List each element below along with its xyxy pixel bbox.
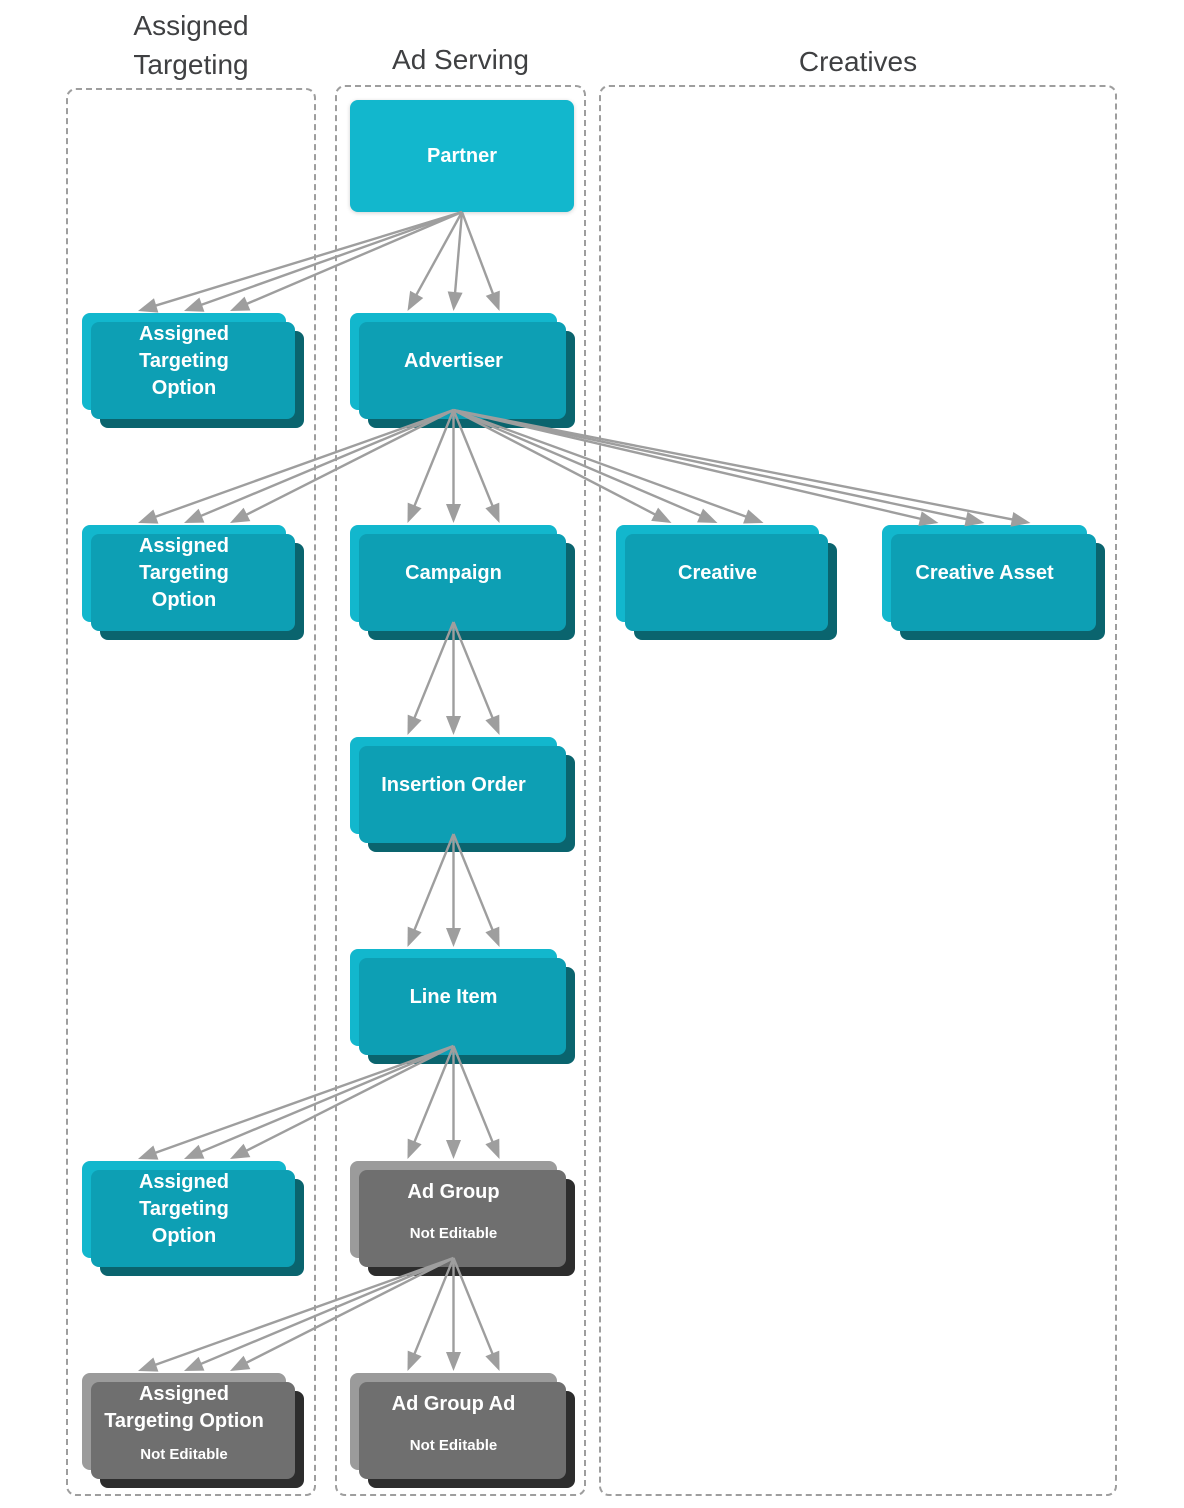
node-label: Ad Group — [407, 1180, 500, 1203]
header-ad-serving: Ad Serving — [392, 44, 529, 75]
node-creative: Creative — [616, 525, 819, 622]
column-assigned-targeting — [66, 88, 316, 1496]
node-label: Advertiser — [404, 350, 503, 372]
node-label: Ad Group Ad — [391, 1392, 516, 1415]
node-label: Assigned Targeting Option — [138, 323, 230, 399]
node-label: Creative — [678, 562, 757, 584]
node-label: Campaign — [405, 562, 502, 584]
node-ad-group-ad: Ad Group Ad Not Editable — [350, 1373, 557, 1470]
node-label: Line Item — [409, 986, 498, 1008]
node-assigned-targeting-option-3: Assigned Targeting Option — [82, 1161, 286, 1258]
node-line-item: Line Item — [350, 949, 557, 1046]
node-advertiser: Advertiser — [350, 313, 557, 410]
node-label: Partner — [426, 144, 498, 167]
node-sublabel-not-editable: Not Editable — [409, 1224, 498, 1242]
node-label: Assigned Targeting Option — [138, 535, 230, 611]
node-creative-asset: Creative Asset — [882, 525, 1087, 622]
node-assigned-targeting-option-1: Assigned Targeting Option — [82, 313, 286, 410]
header-assigned-targeting: Assigned Targeting — [133, 10, 249, 81]
node-assigned-targeting-option-2: Assigned Targeting Option — [82, 525, 286, 622]
node-label: Insertion Order — [381, 774, 526, 796]
node-label: Assigned Targeting Option — [138, 1171, 230, 1247]
node-label: Assigned Targeting Option — [104, 1383, 264, 1432]
node-partner: Partner — [350, 100, 574, 212]
column-ad-serving — [335, 85, 586, 1496]
node-assigned-targeting-option-not-editable: Assigned Targeting Option Not Editable — [82, 1373, 286, 1470]
header-creatives: Creatives — [798, 46, 918, 77]
node-label: Creative Asset — [915, 562, 1054, 584]
column-creatives — [599, 85, 1117, 1496]
node-ad-group: Ad Group Not Editable — [350, 1161, 557, 1258]
node-sublabel-not-editable: Not Editable — [409, 1436, 498, 1454]
node-campaign: Campaign — [350, 525, 557, 622]
node-sublabel-not-editable: Not Editable — [140, 1446, 228, 1463]
node-insertion-order: Insertion Order — [350, 737, 557, 834]
